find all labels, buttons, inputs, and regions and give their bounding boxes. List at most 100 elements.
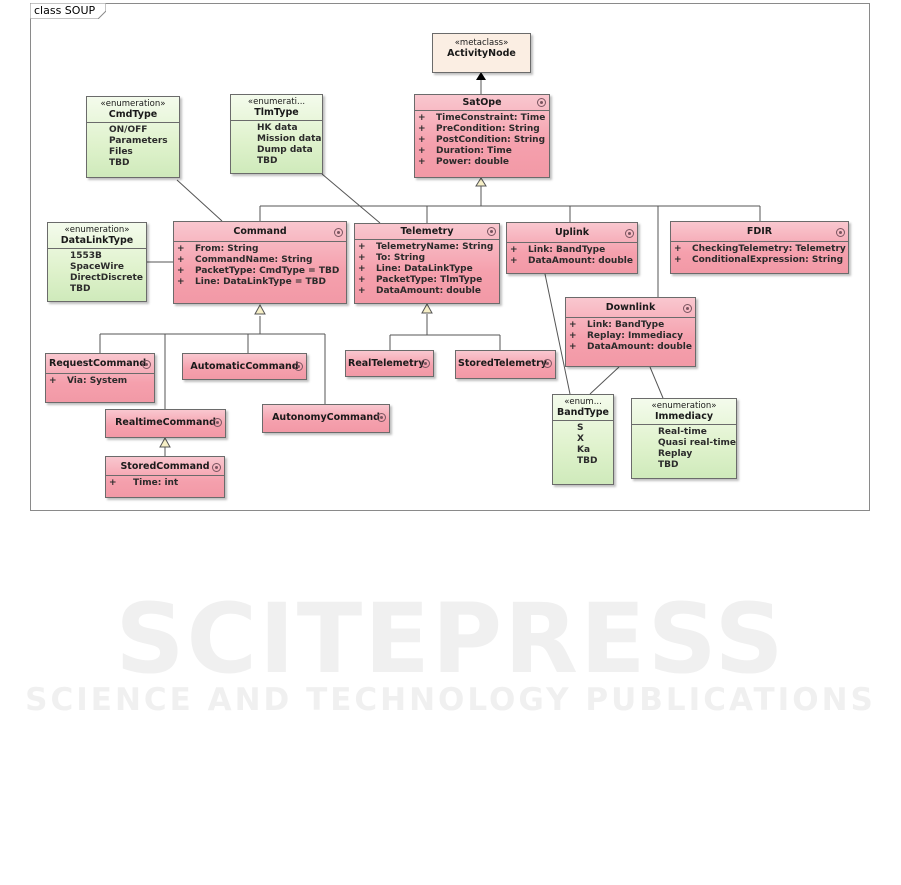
stereotype-label: «enumerati... (247, 97, 306, 107)
attribute-list: +TelemetryName: String +To: String +Line… (355, 240, 499, 299)
enum-tlmtype[interactable]: «enumerati... TlmType HK data Mission da… (230, 94, 323, 174)
class-name: CmdType (108, 109, 158, 120)
class-name: Downlink (605, 302, 656, 313)
attribute: +Duration: Time (418, 146, 512, 156)
enum-literal: HK data (257, 123, 298, 133)
frame-tab (30, 3, 106, 19)
class-name: AutomaticCommand (190, 361, 299, 372)
class-storedtelemetry[interactable]: StoredTelemetry (455, 350, 556, 379)
gear-icon (537, 98, 546, 107)
class-satope[interactable]: SatOpe +TimeConstraint: Time +PreConditi… (414, 94, 550, 178)
class-downlink[interactable]: Downlink +Link: BandType +Replay: Immedi… (565, 297, 696, 367)
class-header: RequestCommand (46, 354, 154, 374)
class-requestcommand[interactable]: RequestCommand +Via: System (45, 353, 155, 403)
attribute: +DataAmount: double (569, 342, 692, 352)
class-fdir[interactable]: FDIR +CheckingTelemetry: Telemetry +Cond… (670, 221, 849, 274)
class-command[interactable]: Command +From: String +CommandName: Stri… (173, 221, 347, 304)
class-automaticcommand[interactable]: AutomaticCommand (182, 353, 307, 380)
attribute-list: +Link: BandType +DataAmount: double (507, 243, 637, 269)
arrowhead-satope-generalization (475, 177, 487, 187)
gear-icon (543, 359, 552, 368)
attribute: +TelemetryName: String (358, 242, 494, 252)
dependency-downlink-immediacy (649, 366, 664, 399)
arrowhead-metaclass-extension (476, 72, 486, 80)
enum-bandtype[interactable]: «enum... BandType S X Ka TBD (552, 394, 614, 485)
enum-literal: X (577, 434, 584, 444)
literal-list: Real-time Quasi real-time Replay TBD (632, 425, 736, 473)
class-header: SatOpe (415, 95, 549, 111)
attribute: +DataAmount: double (358, 286, 481, 296)
class-realtimecommand[interactable]: RealtimeCommand (105, 409, 226, 438)
class-header: «enumeration» CmdType (87, 97, 179, 123)
enum-literal: TBD (257, 156, 278, 166)
stereotype-label: «metaclass» (454, 38, 509, 48)
class-telemetry[interactable]: Telemetry +TelemetryName: String +To: St… (354, 223, 500, 304)
class-name: StoredTelemetry (458, 358, 547, 369)
enum-literal: Mission data (257, 134, 322, 144)
attribute: +ConditionalExpression: String (674, 255, 844, 265)
class-name: Immediacy (654, 411, 714, 422)
class-header: StoredCommand (106, 457, 224, 476)
class-name: Command (233, 226, 287, 237)
attribute: +Power: double (418, 157, 510, 167)
attribute: +PacketType: TlmType (358, 275, 483, 285)
class-header: «enumerati... TlmType (231, 95, 322, 121)
frame-title: class SOUP (34, 4, 96, 17)
gear-icon (377, 413, 386, 422)
attribute-list: +Link: BandType +Replay: Immediacy +Data… (566, 318, 695, 355)
gear-icon (213, 418, 222, 427)
stereotype-label: «enum... (564, 397, 602, 407)
class-name: DataLinkType (60, 235, 134, 246)
class-uplink[interactable]: Uplink +Link: BandType +DataAmount: doub… (506, 222, 638, 274)
attribute: +DataAmount: double (510, 256, 633, 266)
enum-literal: Ka (577, 445, 591, 455)
gear-icon (625, 229, 634, 238)
class-name: RealTelemetry (348, 358, 425, 369)
literal-list: ON/OFF Parameters Files TBD (87, 123, 179, 171)
enum-datalinktype[interactable]: «enumeration» DataLinkType 1553B SpaceWi… (47, 222, 147, 302)
class-autonomycommand[interactable]: AutonomyCommand (262, 404, 390, 433)
class-realtelemetry[interactable]: RealTelemetry (345, 350, 434, 377)
class-name: RequestCommand (49, 358, 147, 369)
class-name: StoredCommand (120, 461, 210, 472)
gear-icon (683, 304, 692, 313)
attribute: +From: String (177, 244, 259, 254)
class-header: RealtimeCommand (106, 410, 225, 435)
attribute: +PreCondition: String (418, 124, 540, 134)
dependency-uplink-bandtype (544, 273, 571, 395)
attribute: +Replay: Immediacy (569, 331, 683, 341)
literal-list: S X Ka TBD (553, 421, 613, 469)
class-header: RealTelemetry (346, 351, 433, 376)
class-name: SatOpe (462, 97, 502, 108)
class-name: Telemetry (400, 226, 454, 237)
enum-literal: TBD (70, 284, 91, 294)
attribute: +Link: BandType (510, 245, 606, 255)
class-header: AutonomyCommand (263, 405, 389, 430)
attribute-list: +CheckingTelemetry: Telemetry +Condition… (671, 242, 848, 268)
enum-literal: 1553B (70, 251, 102, 261)
class-header: «enumeration» DataLinkType (48, 223, 146, 249)
class-name: Uplink (554, 227, 590, 238)
attribute: +PostCondition: String (418, 135, 546, 145)
enum-literal: TBD (109, 158, 130, 168)
enum-cmdtype[interactable]: «enumeration» CmdType ON/OFF Parameters … (86, 96, 180, 178)
watermark-logo-text: SCITEPRESS (115, 583, 786, 695)
watermark-subtitle: SCIENCE AND TECHNOLOGY PUBLICATIONS (25, 682, 876, 718)
enum-immediacy[interactable]: «enumeration» Immediacy Real-time Quasi … (631, 398, 737, 479)
enum-literal: TBD (658, 460, 679, 470)
class-activitynode[interactable]: «metaclass» ActivityNode (432, 33, 531, 73)
gear-icon (334, 228, 343, 237)
gear-icon (212, 463, 221, 472)
dependency-tlmtype-telemetry (321, 173, 381, 224)
literal-list: HK data Mission data Dump data TBD (231, 121, 322, 169)
arrowhead-realtimecommand-generalization (159, 436, 171, 448)
gear-icon (836, 228, 845, 237)
literal-list: 1553B SpaceWire DirectDiscrete TBD (48, 249, 146, 297)
enum-literal: TBD (577, 456, 598, 466)
class-name: ActivityNode (447, 48, 516, 59)
enum-literal: Dump data (257, 145, 313, 155)
class-storedcommand[interactable]: StoredCommand +Time: int (105, 456, 225, 498)
class-name: BandType (556, 407, 609, 418)
attribute-list: +Time: int (106, 476, 224, 491)
